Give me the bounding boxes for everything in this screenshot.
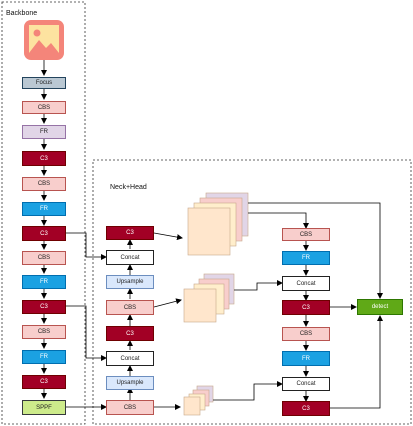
neck-cbs-bottom: CBS xyxy=(106,400,154,415)
detect-block: detect xyxy=(357,299,403,315)
right-cbs-1: CBS xyxy=(282,228,330,241)
neck-cbs-mid: CBS xyxy=(106,300,154,315)
neck-head-region xyxy=(92,159,412,425)
feature-map-medium xyxy=(183,273,235,323)
fr-block-3: FR xyxy=(22,275,66,289)
backbone-region xyxy=(1,1,86,425)
neck-concat-2: Concat xyxy=(106,351,154,366)
feature-to-right-arrows xyxy=(213,212,309,401)
right-concat-2: Concat xyxy=(282,377,330,391)
c3-block-1: C3 xyxy=(22,151,66,166)
cbs-block-3: CBS xyxy=(22,251,66,265)
fr-block-4: FR xyxy=(22,350,66,364)
right-fr-2: FR xyxy=(282,351,330,366)
neck-c3-mid: C3 xyxy=(106,326,154,341)
cbs-block-1: CBS xyxy=(22,101,66,114)
c3-block-3: C3 xyxy=(22,300,66,314)
neck-concat-1: Concat xyxy=(106,250,154,265)
right-c3-1: C3 xyxy=(282,300,330,315)
feature-map-large xyxy=(187,192,249,256)
neck-upsample-2: Upsample xyxy=(106,376,154,390)
right-concat-1: Concat xyxy=(282,276,330,291)
fr-block-1: FR xyxy=(22,125,66,139)
feature-arrows xyxy=(153,232,183,410)
focus-block: Focus xyxy=(22,77,66,89)
right-fr-1: FR xyxy=(282,251,330,265)
fr-block-2: FR xyxy=(22,202,66,216)
input-image-icon xyxy=(24,20,64,60)
neck-head-title: Neck+Head xyxy=(110,184,147,191)
backbone-title: Backbone xyxy=(6,10,38,17)
c3-block-2: C3 xyxy=(22,226,66,241)
neck-upsample-1: Upsample xyxy=(106,275,154,289)
detect-arrows xyxy=(248,202,383,409)
sppf-block: SPPF xyxy=(22,400,66,415)
c3-block-4: C3 xyxy=(22,375,66,389)
skip-connections xyxy=(66,232,107,410)
cbs-block-4: CBS xyxy=(22,325,66,339)
right-cbs-2: CBS xyxy=(282,327,330,341)
right-c3-2: C3 xyxy=(282,401,330,416)
cbs-block-2: CBS xyxy=(22,177,66,191)
feature-map-small xyxy=(183,385,214,416)
neck-c3-top: C3 xyxy=(106,226,154,240)
